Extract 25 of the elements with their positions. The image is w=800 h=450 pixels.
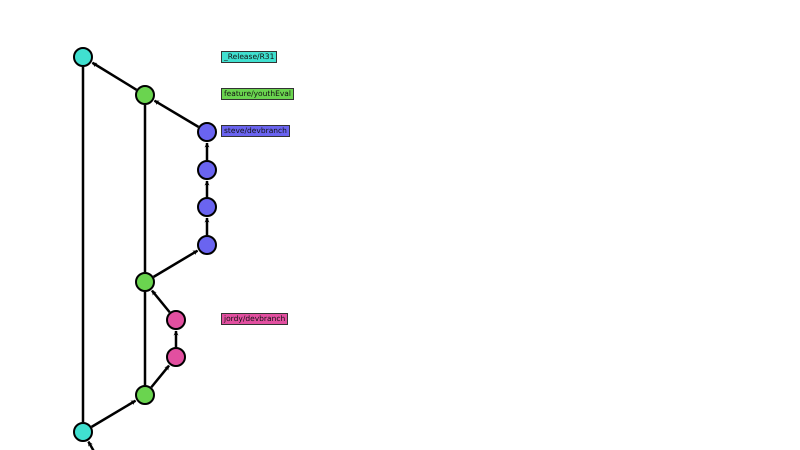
- arrow: [204, 142, 210, 160]
- arrow: [150, 290, 171, 314]
- connector-line: [144, 105, 146, 272]
- commit-circle: [197, 235, 217, 255]
- arrow: [90, 400, 136, 428]
- commit-circle: [166, 310, 186, 330]
- commit-circle: [197, 122, 217, 142]
- arrow: [154, 100, 200, 128]
- connector-line: [82, 67, 84, 422]
- commit-circle: [135, 385, 155, 405]
- commit-circle: [197, 197, 217, 217]
- commit-circle: [166, 347, 186, 367]
- commit-circle: [73, 47, 93, 67]
- commit-circle: [135, 85, 155, 105]
- commit-circle: [135, 272, 155, 292]
- arrow: [152, 250, 198, 278]
- connector-line: [144, 292, 146, 385]
- arrow: [92, 62, 138, 91]
- arrow: [87, 440, 98, 450]
- arrow: [174, 330, 178, 347]
- commit-circle: [73, 422, 93, 442]
- arrow: [150, 364, 170, 388]
- arrow: [204, 218, 210, 235]
- commit-circle: [197, 160, 217, 180]
- arrow: [204, 180, 210, 197]
